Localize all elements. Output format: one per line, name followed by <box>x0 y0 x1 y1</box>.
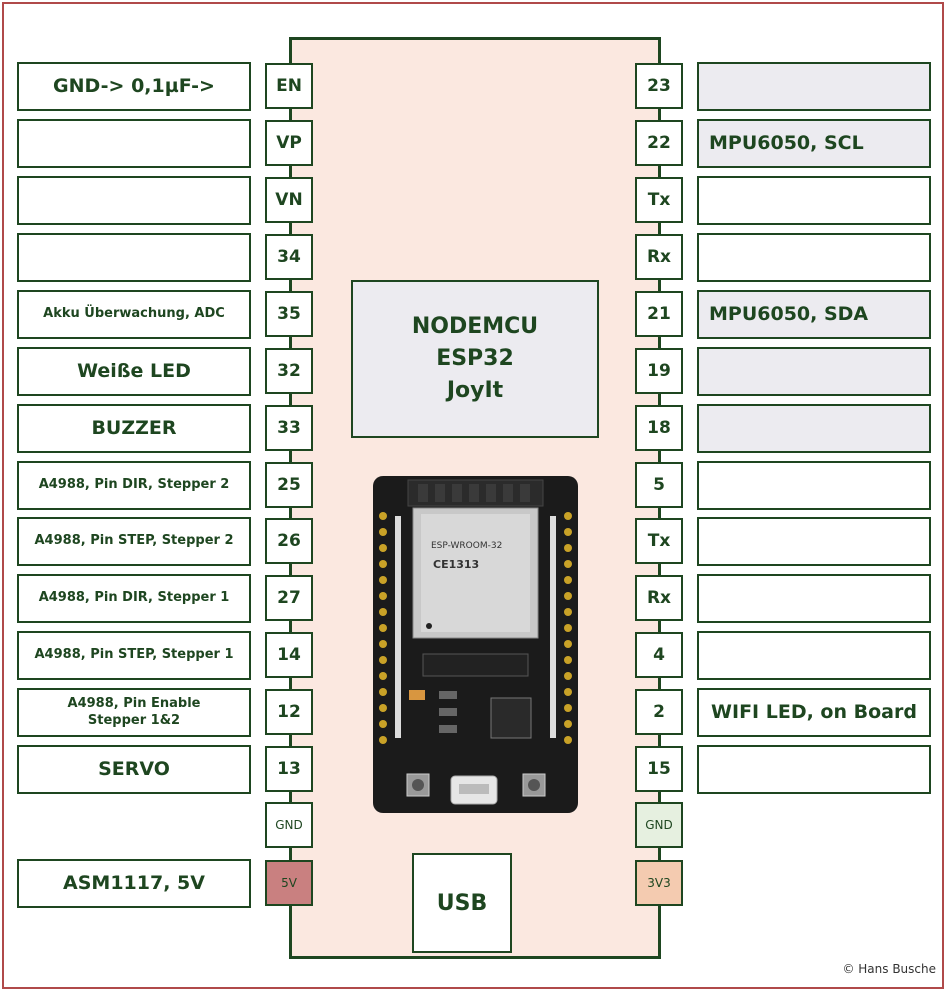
board-title-box: NODEMCU ESP32 JoyIt <box>351 280 599 438</box>
left-label-4: Akku Überwachung, ADC <box>17 290 251 339</box>
right-pin-11: 2 <box>635 689 683 735</box>
left-pin-5: 32 <box>265 348 313 394</box>
module-code: CE1313 <box>433 558 479 571</box>
left-pin-1: VP <box>265 120 313 166</box>
right-label-12 <box>697 745 931 794</box>
right-pin-5: 19 <box>635 348 683 394</box>
left-label-12: SERVO <box>17 745 251 794</box>
left-pin-12: 13 <box>265 746 313 792</box>
right-pin-12: 15 <box>635 746 683 792</box>
left-label-14: ASM1117, 5V <box>17 859 251 908</box>
left-pin-14: 5V <box>265 860 313 906</box>
right-label-1: MPU6050, SCL <box>697 119 931 168</box>
right-label-3 <box>697 233 931 282</box>
left-label-5: Weiße LED <box>17 347 251 396</box>
left-pin-2: VN <box>265 177 313 223</box>
left-label-9: A4988, Pin DIR, Stepper 1 <box>17 574 251 623</box>
right-label-11: WIFI LED, on Board <box>697 688 931 737</box>
right-pin-8: Tx <box>635 518 683 564</box>
right-label-6 <box>697 404 931 453</box>
right-pin-9: Rx <box>635 575 683 621</box>
right-label-0 <box>697 62 931 111</box>
left-pin-10: 14 <box>265 632 313 678</box>
copyright-text: © Hans Busche <box>842 962 936 976</box>
right-pin-6: 18 <box>635 405 683 451</box>
left-label-8: A4988, Pin STEP, Stepper 2 <box>17 517 251 566</box>
left-label-6: BUZZER <box>17 404 251 453</box>
title-line-3: JoyIt <box>446 377 504 403</box>
right-pin-10: 4 <box>635 632 683 678</box>
right-label-2 <box>697 176 931 225</box>
right-label-8 <box>697 517 931 566</box>
left-pin-3: 34 <box>265 234 313 280</box>
title-line-1: NODEMCU <box>411 314 539 340</box>
left-label-2 <box>17 176 251 225</box>
left-pin-11: 12 <box>265 689 313 735</box>
left-pin-6: 33 <box>265 405 313 451</box>
right-pin-7: 5 <box>635 462 683 508</box>
esp32-board-image: ESP-WROOM-32 CE1313 <box>373 476 578 813</box>
right-label-5 <box>697 347 931 396</box>
right-pin-4: 21 <box>635 291 683 337</box>
left-label-0: GND-> 0,1µF-> <box>17 62 251 111</box>
left-label-11-line-1: Stepper 1&2 <box>87 712 181 728</box>
title-line-2: ESP32 <box>436 346 514 372</box>
left-pin-13: GND <box>265 802 313 848</box>
left-label-11-line-0: A4988, Pin Enable <box>67 696 201 712</box>
right-pin-1: 22 <box>635 120 683 166</box>
left-pin-0: EN <box>265 63 313 109</box>
right-pin-3: Rx <box>635 234 683 280</box>
left-pin-8: 26 <box>265 518 313 564</box>
left-pin-4: 35 <box>265 291 313 337</box>
right-label-10 <box>697 631 931 680</box>
left-pin-9: 27 <box>265 575 313 621</box>
right-label-7 <box>697 461 931 510</box>
right-pin-0: 23 <box>635 63 683 109</box>
left-pin-7: 25 <box>265 462 313 508</box>
right-pin-2: Tx <box>635 177 683 223</box>
left-label-10: A4988, Pin STEP, Stepper 1 <box>17 631 251 680</box>
left-label-7: A4988, Pin DIR, Stepper 2 <box>17 461 251 510</box>
left-label-3 <box>17 233 251 282</box>
left-label-1 <box>17 119 251 168</box>
right-pin-14: 3V3 <box>635 860 683 906</box>
right-label-9 <box>697 574 931 623</box>
right-label-4: MPU6050, SDA <box>697 290 931 339</box>
module-name: ESP-WROOM-32 <box>431 541 502 551</box>
usb-connector-box: USB <box>412 853 512 953</box>
right-pin-13: GND <box>635 802 683 848</box>
